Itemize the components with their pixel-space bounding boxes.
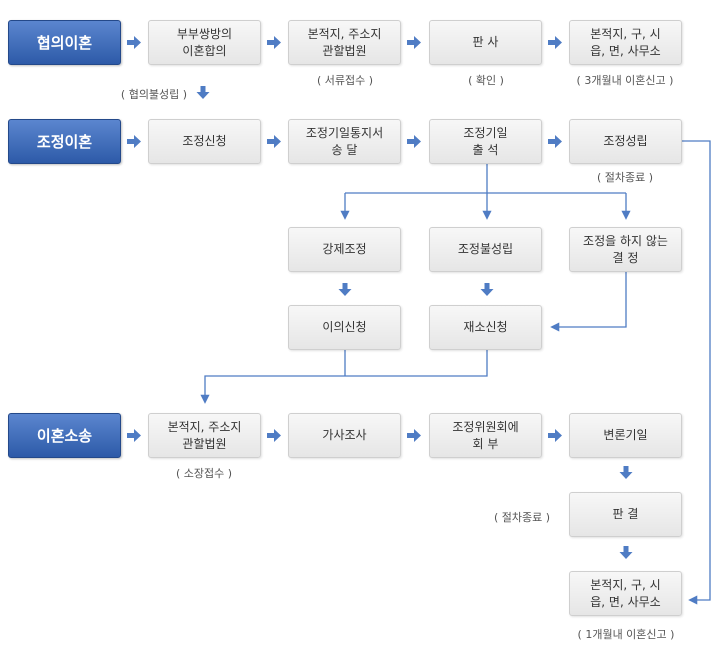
note-agreement-failed: ( 협의불성립 ): [120, 88, 188, 101]
arrow-agreement-3-icon: [407, 36, 421, 49]
arrow-litigation-2-icon: [267, 429, 281, 442]
note-complaint-received: ( 소장접수 ): [175, 467, 233, 480]
note-procedure-end-litigation: ( 절차종료 ): [493, 511, 551, 524]
arrow-mediation-2-icon: [267, 135, 281, 148]
step-mutual-agreement: 부부쌍방의 이혼합의: [148, 20, 261, 65]
step-mediation-notice: 조정기일통지서 송 달: [288, 119, 401, 164]
step-registration-office: 본적지, 구, 시 읍, 면, 사무소: [569, 20, 682, 65]
arrow-pleading-to-judgment-icon: [619, 466, 633, 479]
step-pleading-date: 변론기일: [569, 413, 682, 458]
arrow-mediation-1-icon: [127, 135, 141, 148]
arrow-judgment-to-office-icon: [619, 546, 633, 559]
step-mediation-attendance: 조정기일 출 석: [429, 119, 542, 164]
connector-established-to-office: [682, 140, 711, 605]
arrow-forced-to-objection-icon: [338, 283, 352, 296]
step-mediation-established: 조정성립: [569, 119, 682, 164]
note-confirmation: ( 확인 ): [468, 74, 504, 87]
category-mediation-divorce: 조정이혼: [8, 119, 121, 164]
step-no-mediation-decision: 조정을 하지 않는 결 정: [569, 227, 682, 272]
step-mediation-failed: 조정불성립: [429, 227, 542, 272]
arrow-litigation-3-icon: [407, 429, 421, 442]
step-objection: 이의신청: [288, 305, 401, 350]
connector-resubmit-to-litigation: [200, 349, 488, 404]
category-agreement-divorce: 협의이혼: [8, 20, 121, 65]
step-final-registration-office: 본적지, 구, 시 읍, 면, 사무소: [569, 571, 682, 616]
arrow-agreement-1-icon: [127, 36, 141, 49]
note-documents-received: ( 서류접수 ): [316, 74, 374, 87]
step-forced-mediation: 강제조정: [288, 227, 401, 272]
step-mediation-application: 조정신청: [148, 119, 261, 164]
step-jurisdiction-court: 본적지, 주소지 관할법원: [288, 20, 401, 65]
arrow-mediation-4-icon: [548, 135, 562, 148]
connector-no-decision-to-resubmit: [550, 270, 627, 332]
note-report-3-months: ( 3개월내 이혼신고 ): [576, 74, 674, 87]
note-procedure-end: ( 절차종료 ): [596, 171, 654, 184]
category-divorce-litigation: 이혼소송: [8, 413, 121, 458]
step-litigation-court: 본적지, 주소지 관할법원: [148, 413, 261, 458]
arrow-litigation-4-icon: [548, 429, 562, 442]
arrow-mediation-3-icon: [407, 135, 421, 148]
note-report-1-month: ( 1개월내 이혼신고 ): [577, 628, 675, 641]
step-judgment: 판 결: [569, 492, 682, 537]
arrow-agreement-failed-down-icon: [196, 86, 210, 99]
arrow-failed-to-resubmit-icon: [480, 283, 494, 296]
arrow-agreement-4-icon: [548, 36, 562, 49]
step-resubmission: 재소신청: [429, 305, 542, 350]
arrow-litigation-1-icon: [127, 429, 141, 442]
arrow-agreement-2-icon: [267, 36, 281, 49]
step-judge: 판 사: [429, 20, 542, 65]
connector-attendance-branch: [345, 162, 488, 194]
step-family-investigation: 가사조사: [288, 413, 401, 458]
step-committee-referral: 조정위원회에 회 부: [429, 413, 542, 458]
